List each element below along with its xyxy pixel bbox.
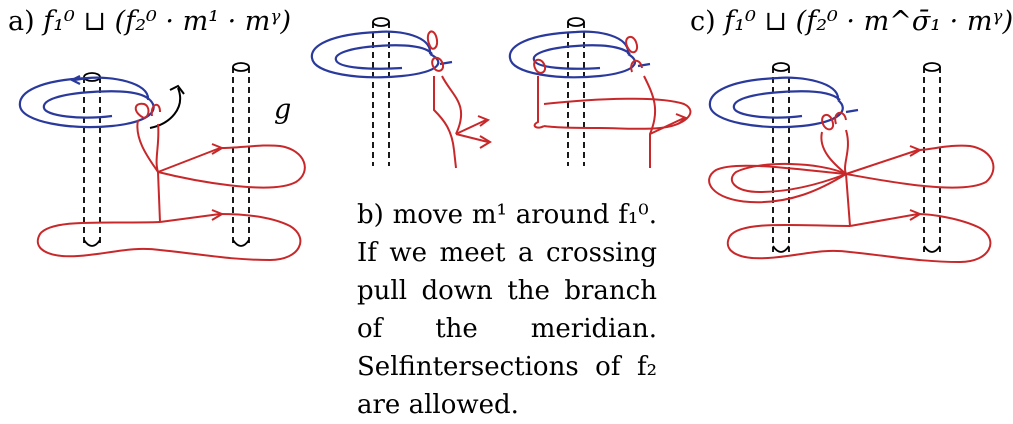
panel-c-diagram	[708, 62, 995, 264]
panel-c-pole-left	[772, 62, 790, 253]
panel-c-blue-curve	[708, 76, 859, 129]
panel-b-caption: b) move m¹ around f₁⁰. If we meet a cros…	[357, 200, 657, 420]
panel-a-rotation-arrowhead	[169, 84, 185, 95]
panel-b-diagram-1	[310, 17, 492, 169]
panel-b1-pole	[372, 17, 390, 166]
pole-label-g: g	[274, 94, 292, 125]
panel-b2-pole	[567, 17, 585, 166]
panel-a-pole-left	[83, 72, 101, 247]
panel-c-label: c) f₁⁰ ⊔ (f₂⁰ · m^σ̄₁ · mᵞ)	[690, 6, 1013, 38]
panel-c-red-curve	[708, 111, 995, 264]
panel-a-blue-curve	[18, 75, 155, 129]
panel-a-pole-right	[232, 62, 250, 247]
panel-a-red-curve	[36, 102, 306, 262]
panel-b1-red-curve	[426, 30, 492, 169]
panel-a-rotation-arrow	[149, 87, 181, 129]
panel-c-pole-right	[923, 62, 941, 253]
panel-b-diagram-2	[508, 17, 692, 168]
panel-a-diagram	[18, 62, 306, 262]
panel-a-formula: f₁⁰ ⊔ (f₂⁰ · m¹ · mᵞ)	[43, 6, 292, 37]
diagram-canvas	[18, 17, 995, 264]
panel-b1-blue-curve	[310, 30, 453, 79]
panel-a-pole-label: g	[274, 94, 291, 126]
panel-c-formula: f₁⁰ ⊔ (f₂⁰ · m^σ̄₁ · mᵞ)	[724, 6, 1013, 37]
panel-b2-red-curve	[533, 35, 692, 168]
figure: a) f₁⁰ ⊔ (f₂⁰ · m¹ · mᵞ) g c) f₁⁰ ⊔ (f₂⁰…	[8, 6, 1013, 420]
panel-a-label: a) f₁⁰ ⊔ (f₂⁰ · m¹ · mᵞ)	[8, 6, 291, 38]
panel-a-prefix: a)	[8, 6, 35, 37]
panel-b2-blue-curve	[508, 30, 651, 79]
panel-c-prefix: c)	[690, 6, 716, 37]
